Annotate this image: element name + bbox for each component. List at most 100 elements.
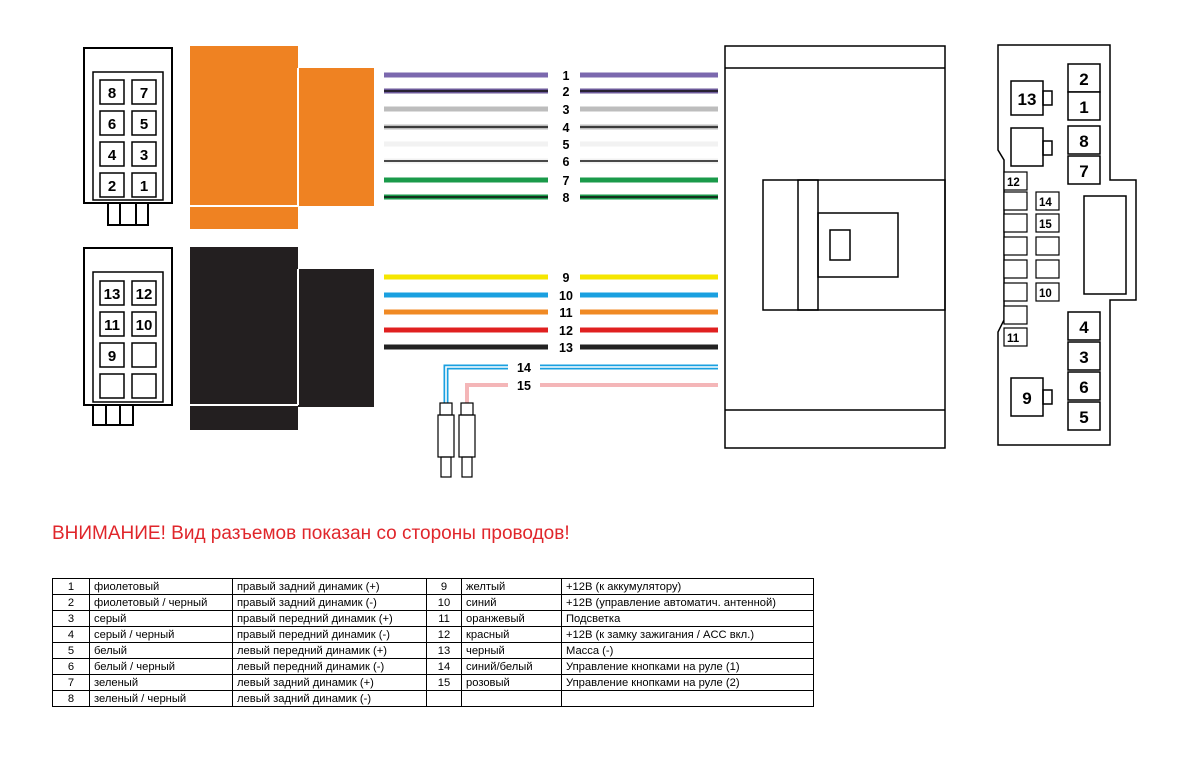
svg-text:8: 8	[1079, 132, 1088, 151]
svg-text:9: 9	[108, 348, 116, 365]
wire-label-14: 14	[517, 361, 531, 375]
svg-text:15: 15	[1039, 219, 1052, 231]
svg-text:14: 14	[1039, 197, 1052, 209]
pin-5: 5	[131, 110, 157, 136]
legend-cell: левый задний динамик (+)	[232, 674, 427, 691]
wire-4: 4	[384, 121, 718, 135]
wire-label-2: 2	[563, 85, 570, 99]
legend-cell: зеленый	[89, 674, 233, 691]
legend-cell	[561, 690, 814, 707]
pin-10: 10	[131, 311, 157, 337]
legend-cell: красный	[461, 626, 562, 643]
wire-label-6: 6	[563, 155, 570, 169]
pin-13: 13	[1018, 90, 1037, 109]
legend-cell: 12	[426, 626, 462, 643]
pin-empty	[131, 373, 157, 399]
pin-6: 6	[99, 110, 125, 136]
wire-5: 5	[384, 138, 718, 152]
svg-text:2: 2	[1079, 70, 1088, 89]
legend-cell: 7	[52, 674, 90, 691]
legend-cell: правый передний динамик (+)	[232, 610, 427, 627]
wire-label-4: 4	[563, 121, 570, 135]
pin-empty	[99, 373, 125, 399]
pin-8: 8	[1067, 125, 1101, 155]
pin-12: 12	[1003, 171, 1028, 191]
pin-slot	[1003, 305, 1028, 325]
wire-3: 3	[384, 103, 718, 117]
legend-cell: синий	[461, 594, 562, 611]
pin-7: 7	[131, 79, 157, 105]
pin-12: 12	[131, 280, 157, 306]
svg-text:2: 2	[108, 178, 116, 195]
svg-text:10: 10	[1039, 288, 1052, 300]
legend-cell: розовый	[461, 674, 562, 691]
legend-cell: левый передний динамик (-)	[232, 658, 427, 675]
wire-15: 15	[465, 379, 718, 403]
svg-text:11: 11	[1007, 333, 1020, 345]
svg-text:12: 12	[136, 286, 153, 303]
legend-cell: правый задний динамик (-)	[232, 594, 427, 611]
wire-label-5: 5	[563, 138, 570, 152]
pin-7: 7	[1067, 155, 1101, 185]
warning-text: ВНИМАНИЕ! Вид разъемов показан со сторон…	[52, 523, 570, 544]
orange-connector-housing	[190, 46, 374, 229]
legend-cell: желтый	[461, 578, 562, 595]
legend-cell: +12В (управление автоматич. антенной)	[561, 594, 814, 611]
pin-9: 9	[99, 342, 125, 368]
pin-slot	[1035, 259, 1060, 279]
legend-cell: белый / черный	[89, 658, 233, 675]
legend-cell: 15	[426, 674, 462, 691]
legend-cell: Управление кнопками на руле (1)	[561, 658, 814, 675]
wire-label-10: 10	[559, 289, 573, 303]
legend-cell: +12В (к аккумулятору)	[561, 578, 814, 595]
pin-slot	[1003, 236, 1028, 256]
svg-text:3: 3	[140, 147, 148, 164]
legend-cell: правый задний динамик (+)	[232, 578, 427, 595]
legend-cell: 8	[52, 690, 90, 707]
svg-text:4: 4	[108, 147, 117, 164]
legend-cell	[461, 690, 562, 707]
pins-right-connector: 2 1 8 7 4 3 6 5 13 9 12 11 14 15 10	[1003, 63, 1101, 431]
legend-cell: 14	[426, 658, 462, 675]
pin-4: 4	[1067, 311, 1101, 341]
legend-cell: Подсветка	[561, 610, 814, 627]
legend-cell: 6	[52, 658, 90, 675]
wire-label-3: 3	[563, 103, 570, 117]
pin-14: 14	[1035, 191, 1060, 211]
wire-label-13: 13	[559, 341, 573, 355]
legend-cell	[426, 690, 462, 707]
svg-text:7: 7	[1079, 162, 1088, 181]
legend-cell: правый передний динамик (-)	[232, 626, 427, 643]
svg-text:8: 8	[108, 85, 116, 102]
svg-text:5: 5	[1079, 408, 1088, 427]
wire-label-15: 15	[517, 379, 531, 393]
pin-9: 9	[1022, 389, 1031, 408]
pin-6: 6	[1067, 371, 1101, 401]
wire-7: 7	[384, 174, 718, 188]
legend-cell: левый передний динамик (+)	[232, 642, 427, 659]
pin-11: 11	[1003, 327, 1028, 347]
pin-slot	[1003, 282, 1028, 302]
legend-cell: оранжевый	[461, 610, 562, 627]
black-connector-housing	[190, 247, 374, 430]
pin-11: 11	[99, 311, 125, 337]
legend-cell: 11	[426, 610, 462, 627]
pin-2: 2	[99, 172, 125, 198]
svg-text:1: 1	[1079, 98, 1088, 117]
legend-cell: синий/белый	[461, 658, 562, 675]
legend-cell: зеленый / черный	[89, 690, 233, 707]
legend-cell: белый	[89, 642, 233, 659]
pin-slot	[1003, 213, 1028, 233]
pin-5: 5	[1067, 401, 1101, 431]
right-connector	[997, 44, 1137, 446]
svg-text:3: 3	[1079, 348, 1088, 367]
pin-3: 3	[1067, 341, 1101, 371]
wire-9: 9	[384, 271, 718, 285]
